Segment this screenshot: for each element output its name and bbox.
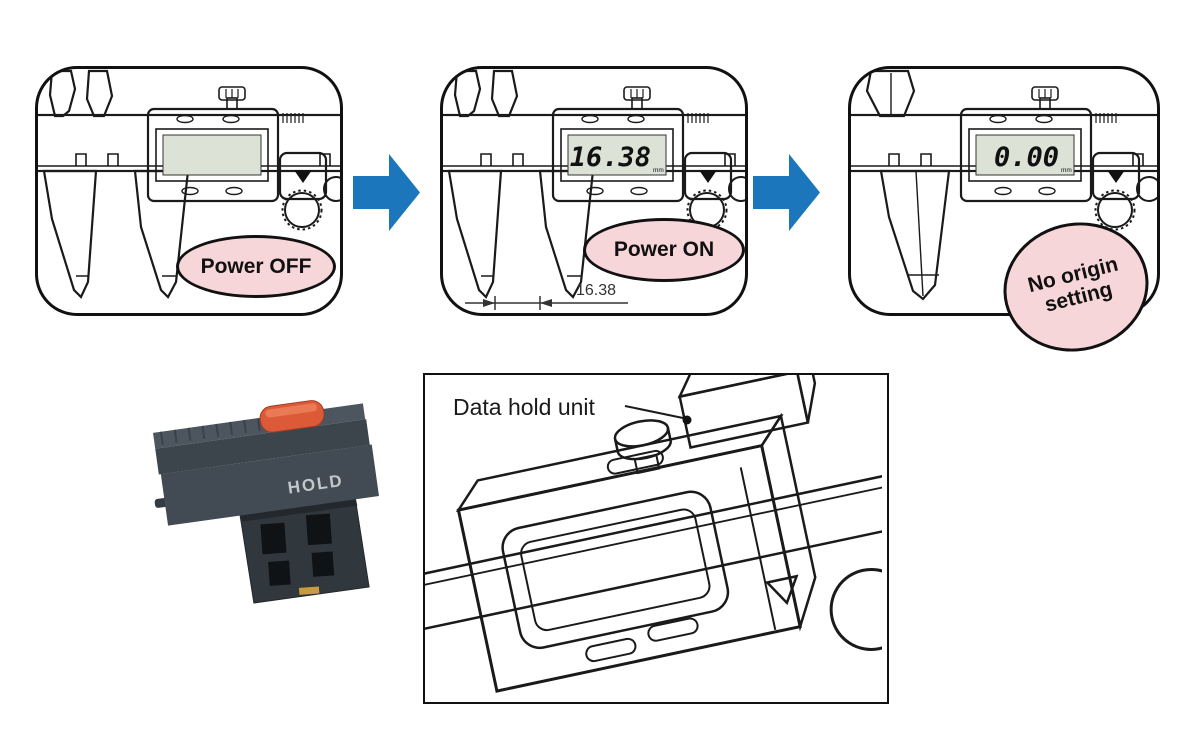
step-panel-power-on: 16.38 mm 16.38 Power ON [440, 66, 748, 316]
caliper-line-drawing [425, 375, 882, 693]
step-arrow-2 [753, 154, 820, 231]
thumb-button [613, 419, 672, 475]
right-arrow-icon [753, 154, 820, 231]
power-on-badge: Power ON [583, 218, 745, 282]
data-hold-unit-photo: HOLD [150, 395, 390, 605]
power-on-badge-label: Power ON [613, 238, 715, 261]
display-recess [501, 490, 730, 650]
triangle-mark [764, 574, 799, 606]
power-off-badge-label: Power OFF [200, 254, 312, 278]
right-arrow-icon [353, 154, 420, 231]
hold-unit-body: HOLD [152, 400, 379, 526]
lcd-unit: mm [1061, 167, 1072, 174]
lcd-value: 0.00 [994, 142, 1059, 173]
leader-line [624, 405, 684, 419]
caliper-illustration-power-on: 16.38 mm 16.38 [443, 69, 745, 313]
data-hold-unit-drawing [677, 375, 817, 449]
step-arrow-1 [353, 154, 420, 231]
attachment-diagram: Data hold unit [423, 373, 889, 704]
gold-contact [298, 586, 320, 595]
lcd-unit: mm [653, 167, 664, 174]
leader-dot [682, 415, 692, 425]
diagram-caption: Data hold unit [453, 394, 596, 420]
dimension-label: 16.38 [576, 282, 616, 299]
caliper-illustration-no-origin: 0.00 mm [851, 69, 1157, 313]
thumb-roller [829, 567, 882, 651]
step-panel-power-off: Power OFF [35, 66, 343, 316]
power-off-badge: Power OFF [176, 235, 336, 298]
dimension-markings: 16.38 [465, 282, 628, 310]
step-panel-no-origin: 0.00 mm No origin setting [848, 66, 1163, 367]
lcd-value: 16.38 [570, 142, 651, 173]
